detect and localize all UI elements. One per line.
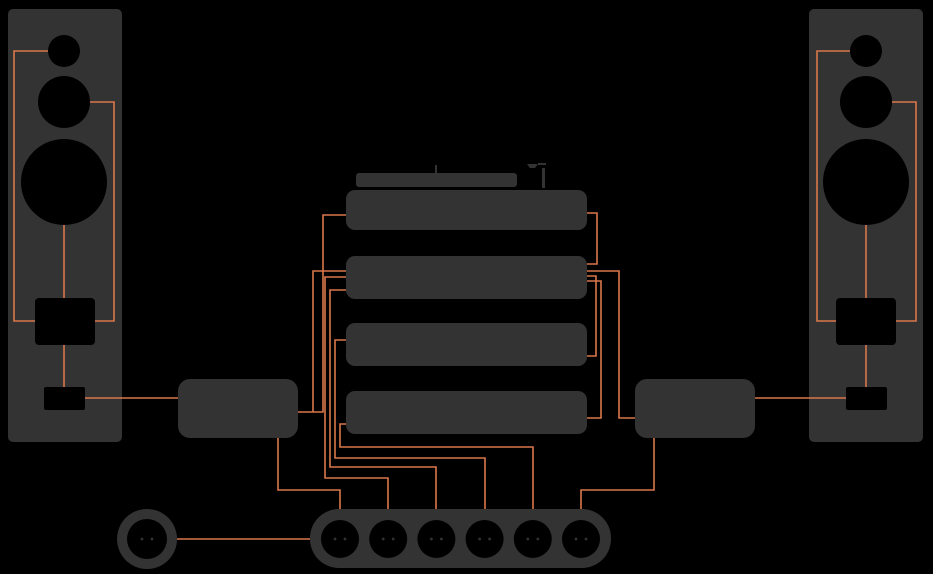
wall-outlet-socket <box>127 519 167 559</box>
wire-unit2-unit3 <box>587 275 597 357</box>
speaker-right-tweeter <box>850 35 882 67</box>
power-amp-right <box>580 438 655 509</box>
speaker-right-terminal <box>846 387 887 410</box>
power-unit1 <box>329 289 437 509</box>
wire-left-tweeter <box>13 50 48 322</box>
power-strip <box>310 509 611 568</box>
speaker-left-crossover <box>35 298 95 345</box>
wire-unit2-unit4 <box>587 280 602 419</box>
power-strip-outlet-pin <box>536 537 540 541</box>
speaker-left-terminal <box>44 387 85 410</box>
wire-unit2-amp-left <box>312 270 346 412</box>
wire-unit1-unit2-right <box>587 212 598 265</box>
power-strip-outlet-pin <box>440 537 443 541</box>
wiring <box>13 50 917 540</box>
speaker-right-woofer <box>823 139 909 225</box>
wire-unit1-amp-left <box>298 214 346 413</box>
rack-unit-2 <box>346 256 587 299</box>
speaker-left-midrange <box>38 76 90 128</box>
power-strip-outlet-pin <box>574 537 578 541</box>
power-strip-outlet-pin <box>333 537 337 541</box>
power-strip-outlet <box>321 520 359 558</box>
wall-outlet-pin <box>150 537 154 541</box>
power-strip-outlet-pin <box>343 537 347 541</box>
power-strip-outlet <box>369 520 408 558</box>
amplifier-left <box>178 379 298 438</box>
power-strip-outlet <box>513 520 552 558</box>
speaker-right-midrange <box>840 76 892 128</box>
power-strip-outlet <box>417 520 456 558</box>
power-strip-outlet <box>562 520 600 558</box>
turntable-headshell <box>527 164 538 168</box>
turntable-spindle <box>435 165 437 174</box>
power-strip-outlet-pin <box>488 537 491 541</box>
rack-unit-1 <box>346 190 587 230</box>
power-strip-outlet-pin <box>584 537 588 541</box>
turntable-arm-top <box>538 163 546 165</box>
rack-unit-3 <box>346 323 587 366</box>
power-amp-left <box>277 438 341 509</box>
power-strip-outlet-pin <box>526 537 530 541</box>
wire-left-midrange <box>90 101 115 322</box>
power-unit3 <box>334 339 486 509</box>
rack-unit-4 <box>346 391 587 434</box>
wire-right-tweeter <box>816 50 850 322</box>
power-strip-outlet-pin <box>430 537 433 541</box>
speaker-left <box>8 9 122 442</box>
wire-unit2-amp-right <box>587 270 635 419</box>
power-strip-outlet <box>465 520 504 558</box>
wall-outlet <box>117 509 177 569</box>
power-strip-outlets <box>321 520 600 558</box>
wire-right-midrange <box>892 101 917 322</box>
power-unit2 <box>324 276 389 509</box>
speaker-left-tweeter <box>48 35 80 67</box>
speaker-left-cabinet <box>8 9 122 442</box>
power-unit4 <box>339 423 534 509</box>
speaker-left-woofer <box>21 139 107 225</box>
power-strip-outlet-pin <box>478 537 481 541</box>
wall-outlet-pin <box>140 537 144 541</box>
amplifier-right <box>635 379 755 438</box>
turntable-platter <box>356 173 517 187</box>
power-strip-outlet-pin <box>391 537 395 541</box>
power-strip-outlet-pin <box>381 537 385 541</box>
speaker-right-crossover <box>836 298 896 345</box>
turntable <box>356 163 546 188</box>
turntable-tonearm <box>542 168 545 188</box>
